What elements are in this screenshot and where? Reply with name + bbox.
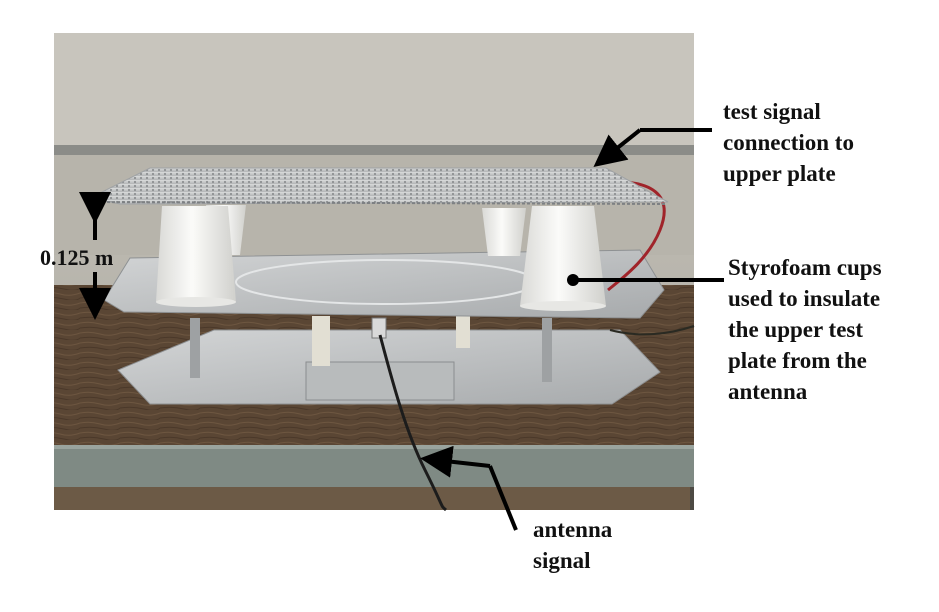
cups-line-1: Styrofoam cups <box>728 255 882 280</box>
front-cups <box>156 206 606 311</box>
cups-line-4: plate from the <box>728 348 867 373</box>
height-label: 0.125 m <box>40 245 114 270</box>
support-posts <box>190 316 552 382</box>
test-signal-line-2: connection to <box>723 130 854 155</box>
antenna-signal-arrow <box>488 465 518 531</box>
annotation-arrows <box>79 128 724 531</box>
test-signal-line-1: test signal <box>723 99 821 124</box>
upper-test-plate <box>88 167 669 205</box>
cups-label: Styrofoam cups used to insulate the uppe… <box>728 252 882 407</box>
cups-line-2: used to insulate <box>728 286 881 311</box>
antenna-signal-line-1: antenna <box>533 517 613 542</box>
cups-line-3: the upper test <box>728 317 864 342</box>
test-signal-wire <box>599 180 666 292</box>
antenna-signal-label: antenna signal <box>533 514 612 576</box>
photo-background <box>54 33 694 510</box>
antenna-signal-line-2: signal <box>533 548 591 573</box>
test-signal-label: test signal connection to upper plate <box>723 96 854 189</box>
test-signal-line-3: upper plate <box>723 161 836 186</box>
cups-line-5: antenna <box>728 379 808 404</box>
